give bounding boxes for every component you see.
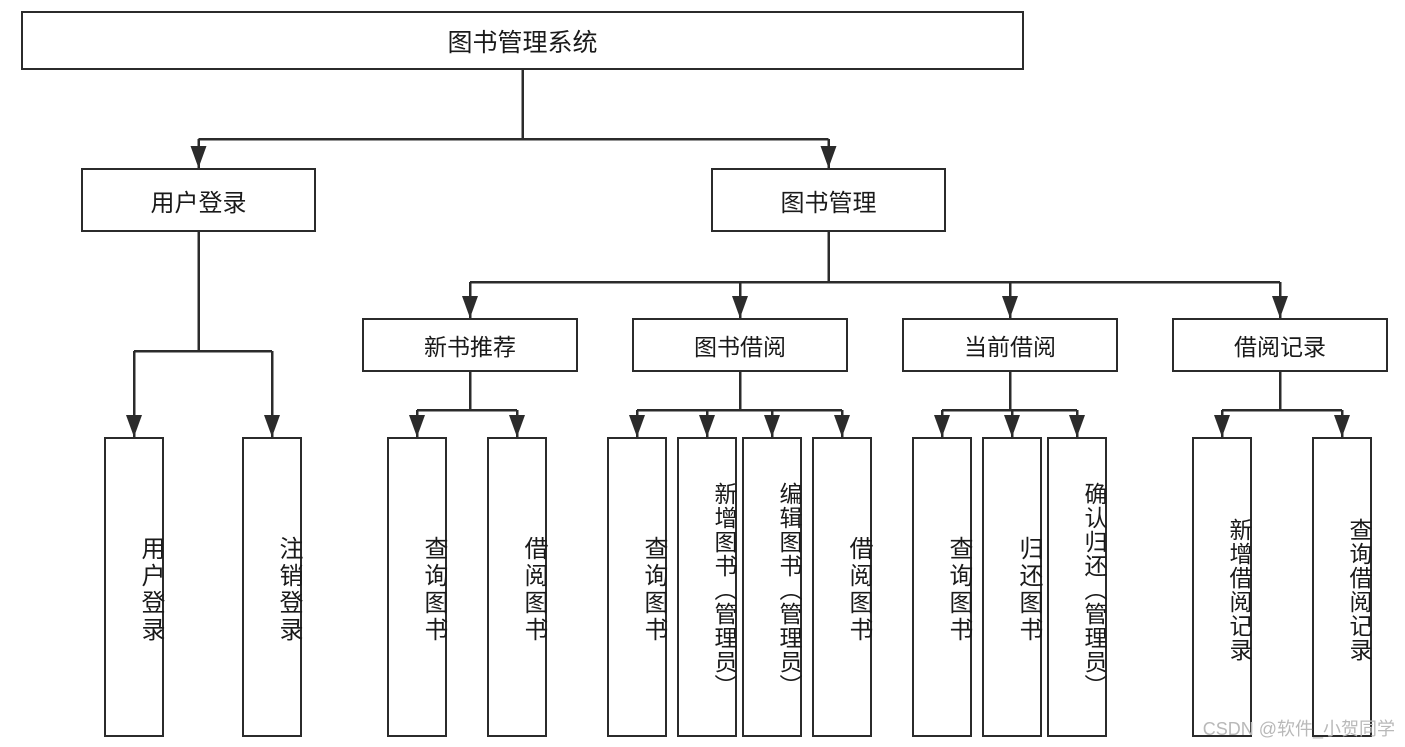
node-label-c_query: 查询图书 bbox=[945, 536, 972, 644]
node-label-c_confirm: 确认归还（管理员） bbox=[1081, 482, 1107, 698]
node-bookmgmt[interactable]: 图书管理 bbox=[711, 168, 946, 232]
node-label-l_logout: 注销登录 bbox=[275, 536, 302, 644]
node-label-n_query: 查询图书 bbox=[420, 536, 447, 644]
node-n_borrow[interactable]: 借阅图书 bbox=[487, 437, 547, 737]
node-label-b_edit: 编辑图书（管理员） bbox=[776, 482, 802, 698]
node-b_edit[interactable]: 编辑图书（管理员） bbox=[742, 437, 802, 737]
node-label-login: 用户登录 bbox=[150, 189, 247, 217]
watermark: CSDN @软件_小贺同学 bbox=[1202, 719, 1395, 739]
node-current[interactable]: 当前借阅 bbox=[902, 318, 1118, 372]
node-label-records: 借阅记录 bbox=[1234, 334, 1326, 360]
node-b_query[interactable]: 查询图书 bbox=[607, 437, 667, 737]
node-r_query[interactable]: 查询借阅记录 bbox=[1312, 437, 1372, 737]
node-b_borrow[interactable]: 借阅图书 bbox=[812, 437, 872, 737]
node-records[interactable]: 借阅记录 bbox=[1172, 318, 1388, 372]
node-borrow[interactable]: 图书借阅 bbox=[632, 318, 848, 372]
node-r_add[interactable]: 新增借阅记录 bbox=[1192, 437, 1252, 737]
node-c_confirm[interactable]: 确认归还（管理员） bbox=[1047, 437, 1107, 737]
node-label-root: 图书管理系统 bbox=[447, 28, 598, 57]
node-label-b_query: 查询图书 bbox=[640, 536, 667, 644]
node-c_query[interactable]: 查询图书 bbox=[912, 437, 972, 737]
node-n_query[interactable]: 查询图书 bbox=[387, 437, 447, 737]
node-b_add[interactable]: 新增图书（管理员） bbox=[677, 437, 737, 737]
node-label-b_add: 新增图书（管理员） bbox=[711, 482, 737, 698]
node-newbook[interactable]: 新书推荐 bbox=[362, 318, 578, 372]
node-c_return[interactable]: 归还图书 bbox=[982, 437, 1042, 737]
node-label-n_borrow: 借阅图书 bbox=[520, 536, 547, 644]
node-label-r_add: 新增借阅记录 bbox=[1226, 518, 1252, 662]
node-label-c_return: 归还图书 bbox=[1015, 536, 1042, 644]
node-label-borrow: 图书借阅 bbox=[694, 334, 786, 360]
node-label-r_query: 查询借阅记录 bbox=[1346, 518, 1372, 662]
node-l_login[interactable]: 用户登录 bbox=[104, 437, 164, 737]
node-label-l_login: 用户登录 bbox=[137, 536, 164, 644]
node-label-current: 当前借阅 bbox=[964, 334, 1056, 360]
node-label-b_borrow: 借阅图书 bbox=[845, 536, 872, 644]
node-root[interactable]: 图书管理系统 bbox=[21, 11, 1024, 70]
node-label-newbook: 新书推荐 bbox=[424, 334, 516, 360]
node-l_logout[interactable]: 注销登录 bbox=[242, 437, 302, 737]
node-label-bookmgmt: 图书管理 bbox=[780, 189, 877, 217]
node-login[interactable]: 用户登录 bbox=[81, 168, 316, 232]
